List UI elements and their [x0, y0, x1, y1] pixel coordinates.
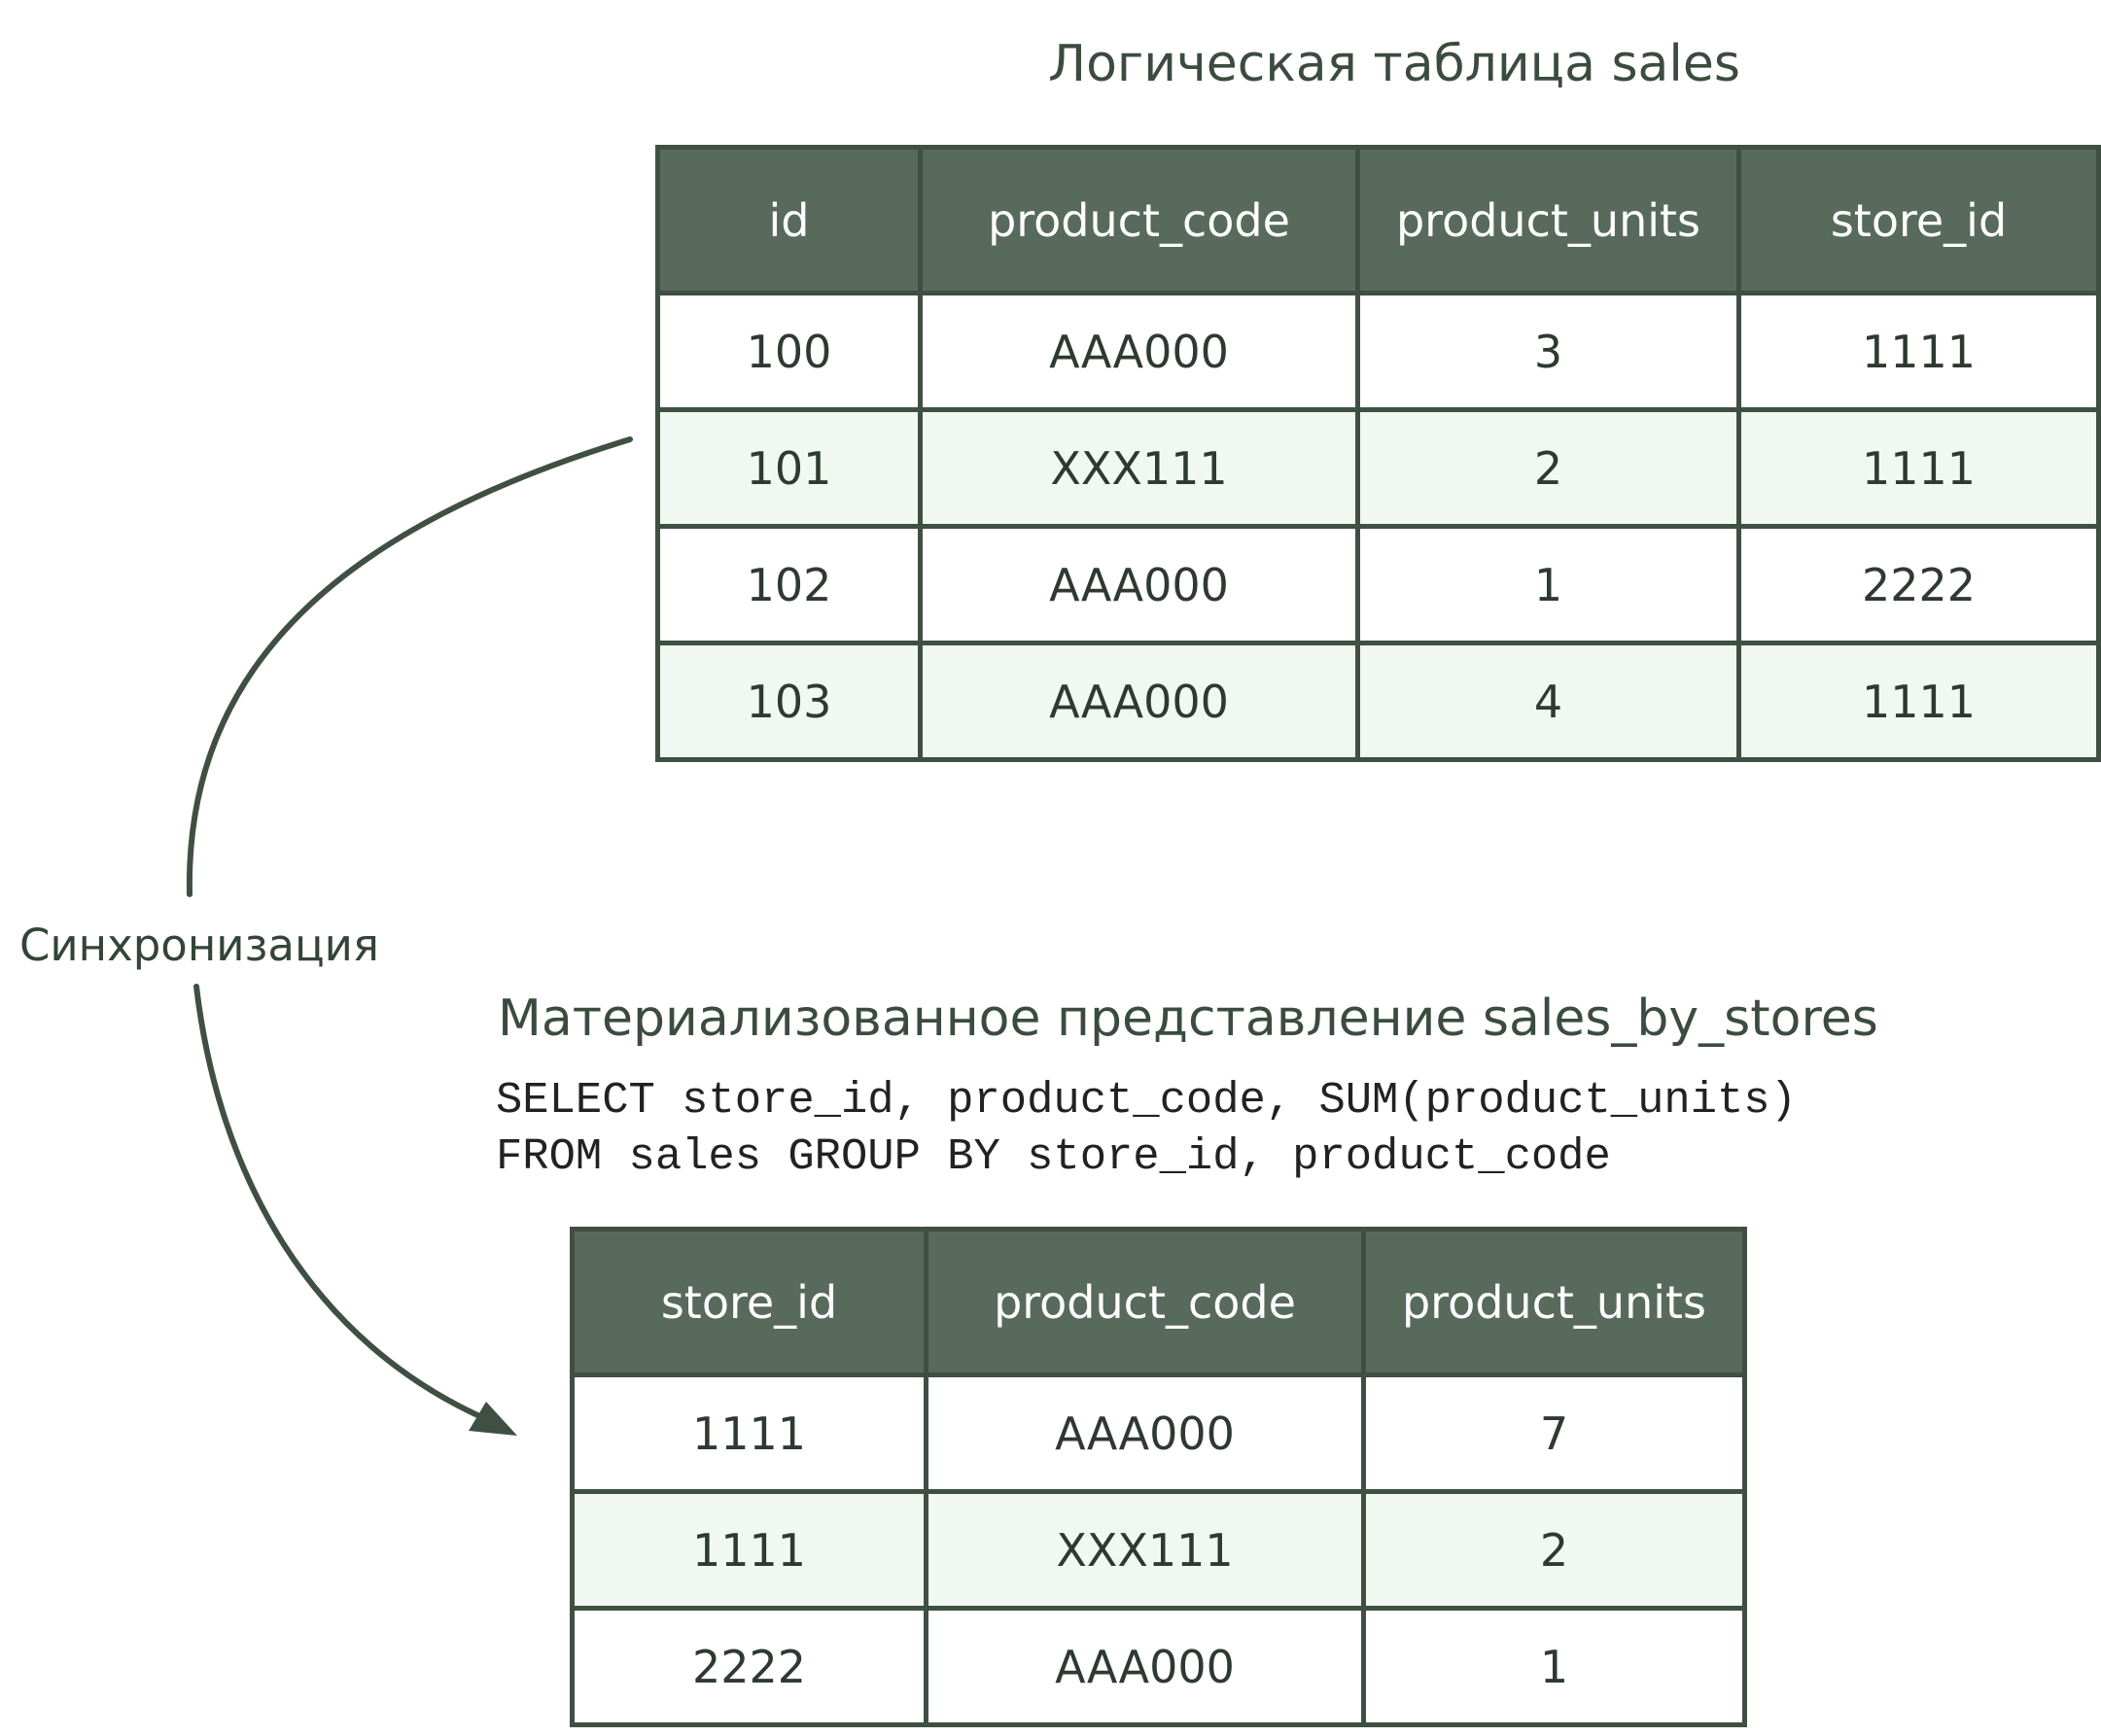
- sales-header-product-units: product_units: [1355, 145, 1741, 295]
- sales-cell-store-id: 1111: [1736, 291, 2101, 412]
- sql-query: SELECT store_id, product_code, SUM(produ…: [496, 1072, 1797, 1185]
- mv-cell-product-units: 7: [1361, 1372, 1747, 1494]
- sales-cell-id: 100: [655, 291, 923, 412]
- mv-cell-store-id: 1111: [570, 1489, 928, 1611]
- sales-row: 101 XXX111 2 1111: [655, 407, 2101, 529]
- mv-header-store-id: store_id: [570, 1227, 928, 1377]
- sales-header-product-code: product_code: [918, 145, 1360, 295]
- sales-cell-store-id: 2222: [1736, 524, 2101, 645]
- sales-cell-product-code: AAA000: [918, 641, 1360, 762]
- mv-cell-product-code: AAA000: [924, 1606, 1366, 1727]
- mv-row: 1111 XXX111 2: [570, 1489, 1747, 1611]
- sales-table-title: Логическая таблица sales: [1048, 35, 1740, 93]
- sales-cell-product-units: 1: [1355, 524, 1741, 645]
- sql-line-2: FROM sales GROUP BY store_id, product_co…: [496, 1131, 1611, 1182]
- sql-line-1: SELECT store_id, product_code, SUM(produ…: [496, 1075, 1797, 1126]
- mv-cell-product-units: 1: [1361, 1606, 1747, 1727]
- sales-header-id: id: [655, 145, 923, 295]
- sales-header-row: id product_code product_units store_id: [655, 145, 2101, 295]
- sales-cell-id: 103: [655, 641, 923, 762]
- sales-header-store-id: store_id: [1736, 145, 2101, 295]
- sales-cell-store-id: 1111: [1736, 407, 2101, 529]
- sync-arrow-upper-stroke: [186, 436, 633, 897]
- mv-cell-product-code: XXX111: [924, 1489, 1366, 1611]
- sales-cell-store-id: 1111: [1736, 641, 2101, 762]
- sales-row: 100 AAA000 3 1111: [655, 291, 2101, 412]
- sales-cell-product-units: 2: [1355, 407, 1741, 529]
- sales-cell-product-code: XXX111: [918, 407, 1360, 529]
- mv-cell-store-id: 2222: [570, 1606, 928, 1727]
- mv-cell-store-id: 1111: [570, 1372, 928, 1494]
- mv-header-row: store_id product_code product_units: [570, 1227, 1747, 1377]
- sales-cell-product-units: 3: [1355, 291, 1741, 412]
- sales-cell-id: 101: [655, 407, 923, 529]
- sync-arrow-lower-stroke: [193, 984, 489, 1422]
- sales-table: id product_code product_units store_id 1…: [655, 145, 2101, 762]
- mv-row: 1111 AAA000 7: [570, 1372, 1747, 1494]
- sales-row: 102 AAA000 1 2222: [655, 524, 2101, 645]
- mv-cell-product-units: 2: [1361, 1489, 1747, 1611]
- sync-label: Синхронизация: [19, 920, 379, 971]
- sales-row: 103 AAA000 4 1111: [655, 641, 2101, 762]
- mv-header-product-code: product_code: [924, 1227, 1366, 1377]
- sales-cell-product-units: 4: [1355, 641, 1741, 762]
- arrowhead-icon: [469, 1402, 517, 1436]
- sales-cell-product-code: AAA000: [918, 524, 1360, 645]
- mv-row: 2222 AAA000 1: [570, 1606, 1747, 1727]
- materialized-view-table: store_id product_code product_units 1111…: [570, 1227, 1747, 1727]
- sales-cell-product-code: AAA000: [918, 291, 1360, 412]
- mv-cell-product-code: AAA000: [924, 1372, 1366, 1494]
- sales-cell-id: 102: [655, 524, 923, 645]
- mv-header-product-units: product_units: [1361, 1227, 1747, 1377]
- materialized-view-title: Материализованное представление sales_by…: [498, 990, 1878, 1048]
